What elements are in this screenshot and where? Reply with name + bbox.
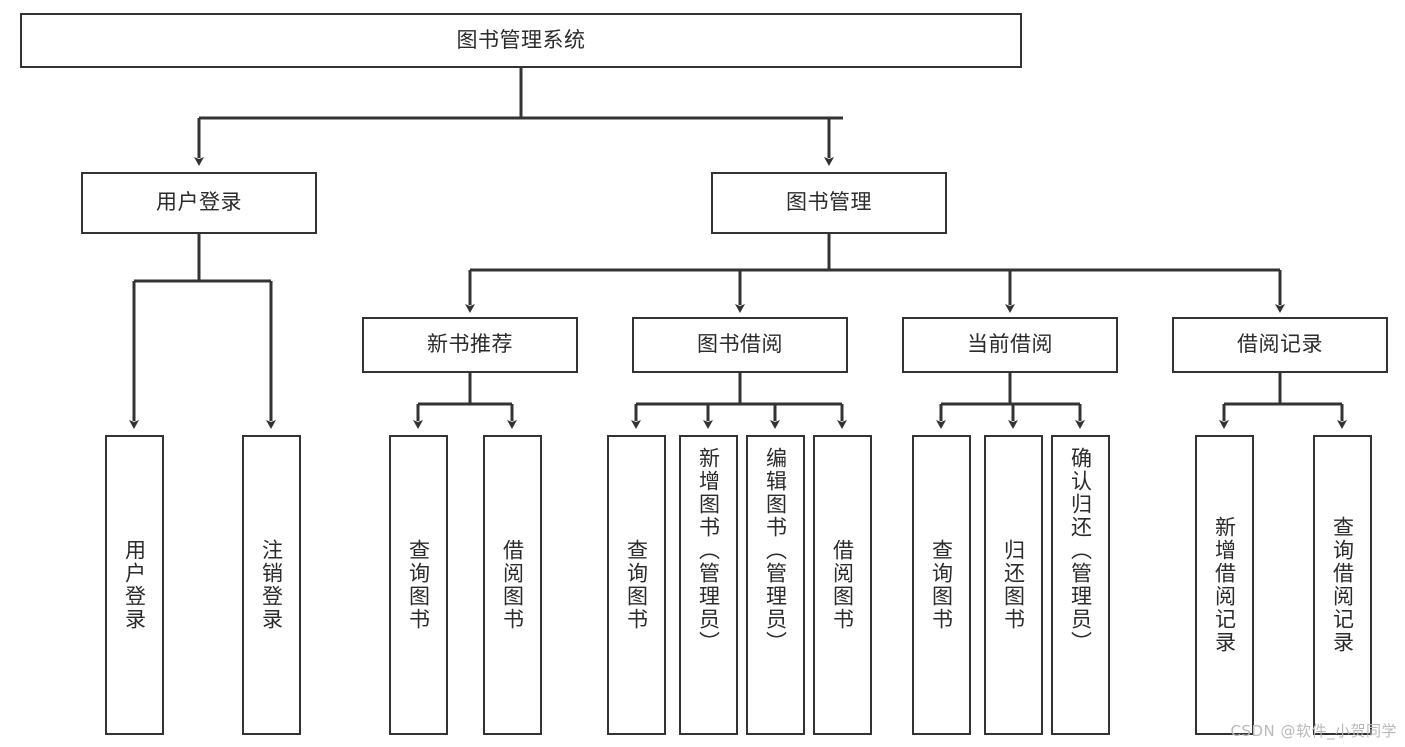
node-user-login-label: 用户登录 <box>156 190 242 215</box>
csdn-watermark: CSDN @软件_小贺同学 <box>1230 722 1397 740</box>
node-current-borrow-label: 当前借阅 <box>967 332 1053 357</box>
node-new-book-recommend-label: 新书推荐 <box>427 332 513 357</box>
node-book-manage-label: 图书管理 <box>786 190 872 215</box>
node-current-borrow[interactable]: 当前借阅 <box>902 317 1118 373</box>
node-borrow-record[interactable]: 借阅记录 <box>1172 317 1388 373</box>
node-root[interactable]: 图书管理系统 <box>20 13 1022 68</box>
node-user-login[interactable]: 用户登录 <box>81 172 317 234</box>
leaf-query-book-3[interactable]: 查询图书 <box>912 435 971 735</box>
leaf-user-login-label: 用户登录 <box>122 539 147 631</box>
leaf-user-logout-label: 注销登录 <box>259 539 284 631</box>
leaf-add-record[interactable]: 新增借阅记录 <box>1195 435 1254 735</box>
leaf-borrow-book-1-label: 借阅图书 <box>500 539 525 631</box>
leaf-add-record-label: 新增借阅记录 <box>1212 516 1237 654</box>
node-book-borrow[interactable]: 图书借阅 <box>632 317 848 373</box>
leaf-borrow-book-1[interactable]: 借阅图书 <box>483 435 542 735</box>
leaf-query-record-label: 查询借阅记录 <box>1330 516 1355 654</box>
leaf-query-book-1[interactable]: 查询图书 <box>389 435 448 735</box>
leaf-query-book-3-label: 查询图书 <box>929 539 954 631</box>
leaf-confirm-return-label: 确认归还（管理员） <box>1068 447 1093 654</box>
node-root-label: 图书管理系统 <box>456 27 586 52</box>
leaf-user-logout[interactable]: 注销登录 <box>242 435 301 735</box>
node-new-book-recommend[interactable]: 新书推荐 <box>362 317 578 373</box>
leaf-add-book-admin[interactable]: 新增图书（管理员） <box>679 435 738 735</box>
leaf-query-book-2[interactable]: 查询图书 <box>607 435 666 735</box>
node-book-borrow-label: 图书借阅 <box>697 332 783 357</box>
leaf-query-book-1-label: 查询图书 <box>406 539 431 631</box>
leaf-return-book[interactable]: 归还图书 <box>984 435 1043 735</box>
leaf-confirm-return[interactable]: 确认归还（管理员） <box>1051 435 1110 735</box>
leaf-edit-book-admin-label: 编辑图书（管理员） <box>763 447 788 654</box>
leaf-edit-book-admin[interactable]: 编辑图书（管理员） <box>746 435 805 735</box>
leaf-user-login[interactable]: 用户登录 <box>105 435 164 735</box>
leaf-borrow-book-2[interactable]: 借阅图书 <box>813 435 872 735</box>
leaf-query-record[interactable]: 查询借阅记录 <box>1313 435 1372 735</box>
leaf-query-book-2-label: 查询图书 <box>624 539 649 631</box>
node-borrow-record-label: 借阅记录 <box>1237 332 1323 357</box>
node-book-manage[interactable]: 图书管理 <box>711 172 947 234</box>
leaf-add-book-admin-label: 新增图书（管理员） <box>696 447 721 654</box>
leaf-borrow-book-2-label: 借阅图书 <box>830 539 855 631</box>
leaf-return-book-label: 归还图书 <box>1001 539 1026 631</box>
